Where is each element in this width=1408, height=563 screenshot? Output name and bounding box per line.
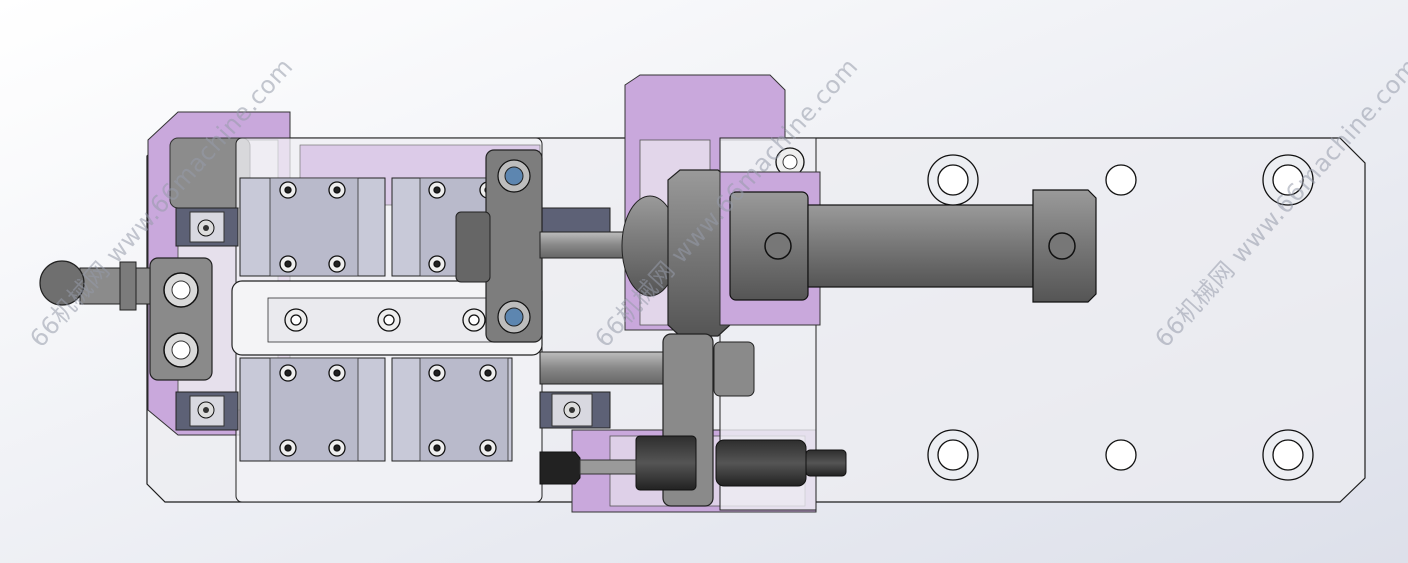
plate-holes	[927, 154, 1314, 481]
clamp-jaw	[455, 149, 543, 343]
lower-actuator	[539, 333, 847, 507]
left-air-fitting	[39, 260, 151, 311]
main-cylinder	[539, 169, 1097, 337]
block-screws	[279, 181, 497, 457]
bar-screws	[284, 308, 486, 332]
